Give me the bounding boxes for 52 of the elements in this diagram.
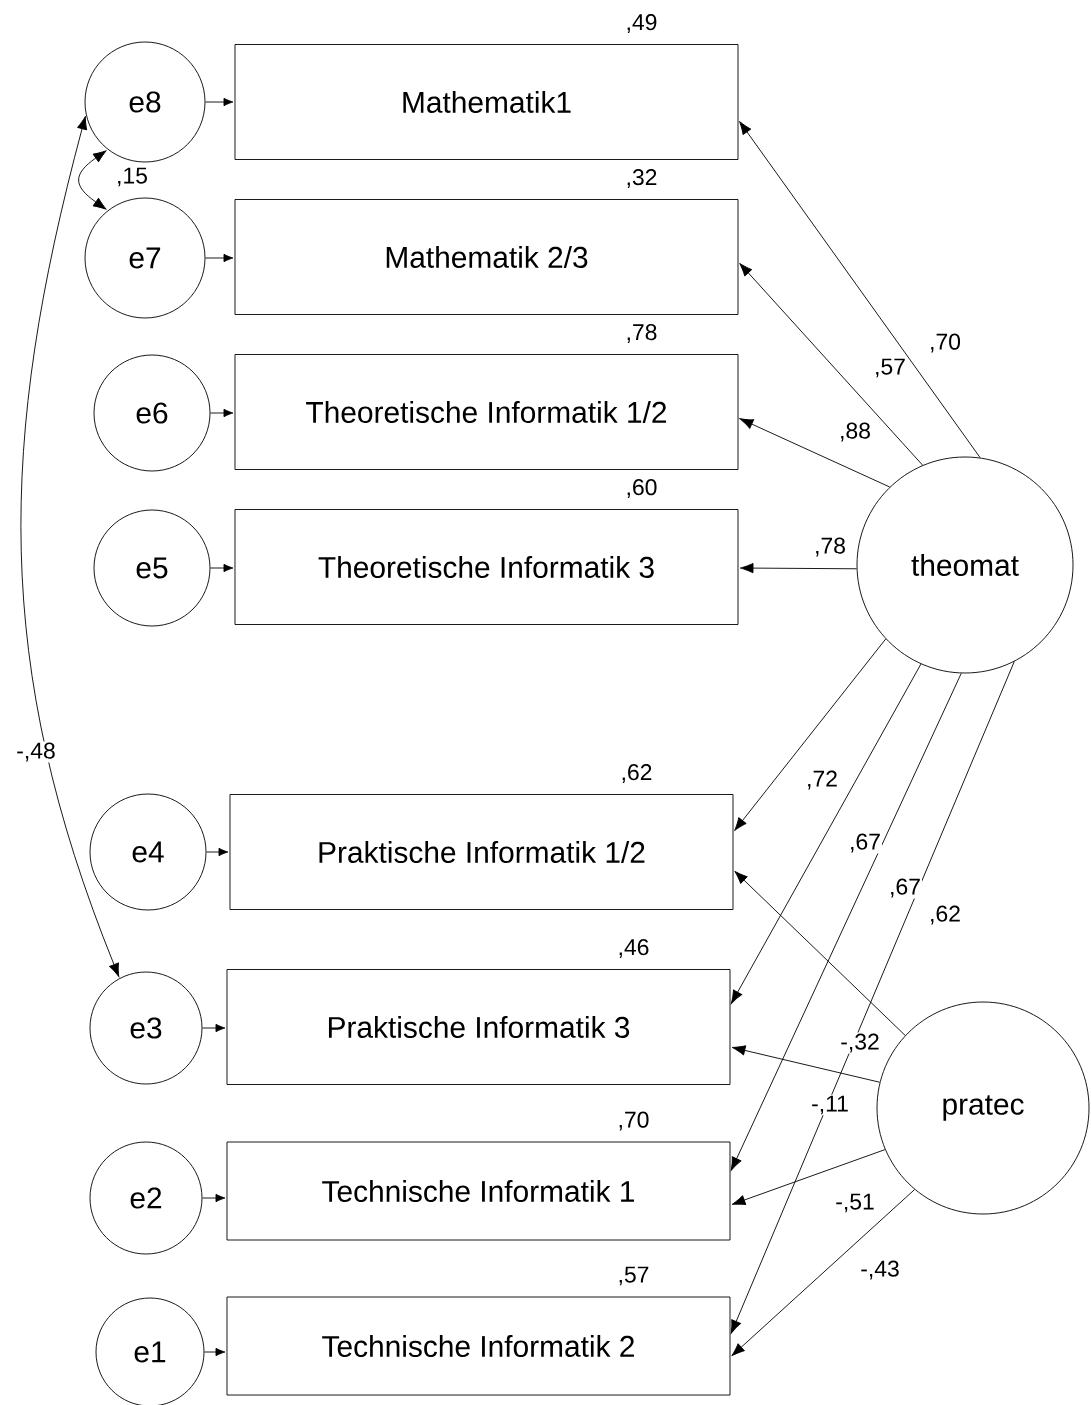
value-label: ,60 xyxy=(627,479,657,498)
value-label: ,62 xyxy=(622,764,652,783)
edge-label: ,70 xyxy=(928,332,962,354)
arrow xyxy=(739,262,924,466)
arrow xyxy=(730,663,922,1004)
edge-label: -,48 xyxy=(15,741,57,763)
arrow xyxy=(205,253,234,263)
variable-box: Praktische Informatik 1/2 xyxy=(229,794,734,910)
variable-box: Mathematik 2/3 xyxy=(234,199,739,315)
value-label: ,46 xyxy=(619,939,649,958)
edge-label: -,11 xyxy=(810,1094,850,1116)
arrow xyxy=(739,562,858,574)
arrow xyxy=(734,638,887,831)
variable-box: Technische Informatik 2 xyxy=(226,1296,731,1396)
double-arrow xyxy=(78,150,107,210)
arrow xyxy=(202,1193,226,1203)
edge-label: -,32 xyxy=(839,1032,881,1054)
value-label: ,70 xyxy=(619,1111,649,1131)
arrow xyxy=(730,661,1015,1334)
arrow xyxy=(210,563,234,573)
value-label: ,49 xyxy=(627,14,657,33)
edge-label: ,88 xyxy=(838,421,872,443)
edge-label: ,67 xyxy=(888,877,922,899)
value-label: ,78 xyxy=(627,324,657,343)
arrow xyxy=(739,121,981,459)
variable-box: Mathematik1 xyxy=(234,44,739,160)
edge-label: ,78 xyxy=(813,536,847,558)
variable-box: Technische Informatik 1 xyxy=(226,1141,731,1241)
edge-label: ,57 xyxy=(873,357,907,379)
variable-box: Theoretische Informatik 3 xyxy=(234,509,739,625)
arrow xyxy=(731,1045,881,1083)
arrow xyxy=(731,1149,886,1205)
value-label: ,57 xyxy=(619,1266,649,1286)
variable-box: Praktische Informatik 3 xyxy=(226,969,731,1085)
arrow xyxy=(204,1347,226,1357)
arrow xyxy=(730,672,962,1171)
value-label: ,32 xyxy=(627,169,657,188)
arrow xyxy=(206,847,229,857)
edge-label: ,15 xyxy=(115,166,149,188)
edge-label: -,51 xyxy=(834,1192,876,1214)
variable-box: Theoretische Informatik 1/2 xyxy=(234,354,739,470)
arrow xyxy=(731,1189,916,1357)
edge-label: -,43 xyxy=(859,1259,901,1281)
edge-label: ,62 xyxy=(928,904,962,926)
arrow xyxy=(205,97,234,107)
arrow xyxy=(739,418,891,488)
arrow xyxy=(734,870,906,1036)
edge-label: ,67 xyxy=(848,832,882,854)
double-arrow xyxy=(20,115,120,977)
arrow xyxy=(210,408,234,418)
arrow xyxy=(202,1023,226,1033)
edge-label: ,72 xyxy=(805,769,839,791)
